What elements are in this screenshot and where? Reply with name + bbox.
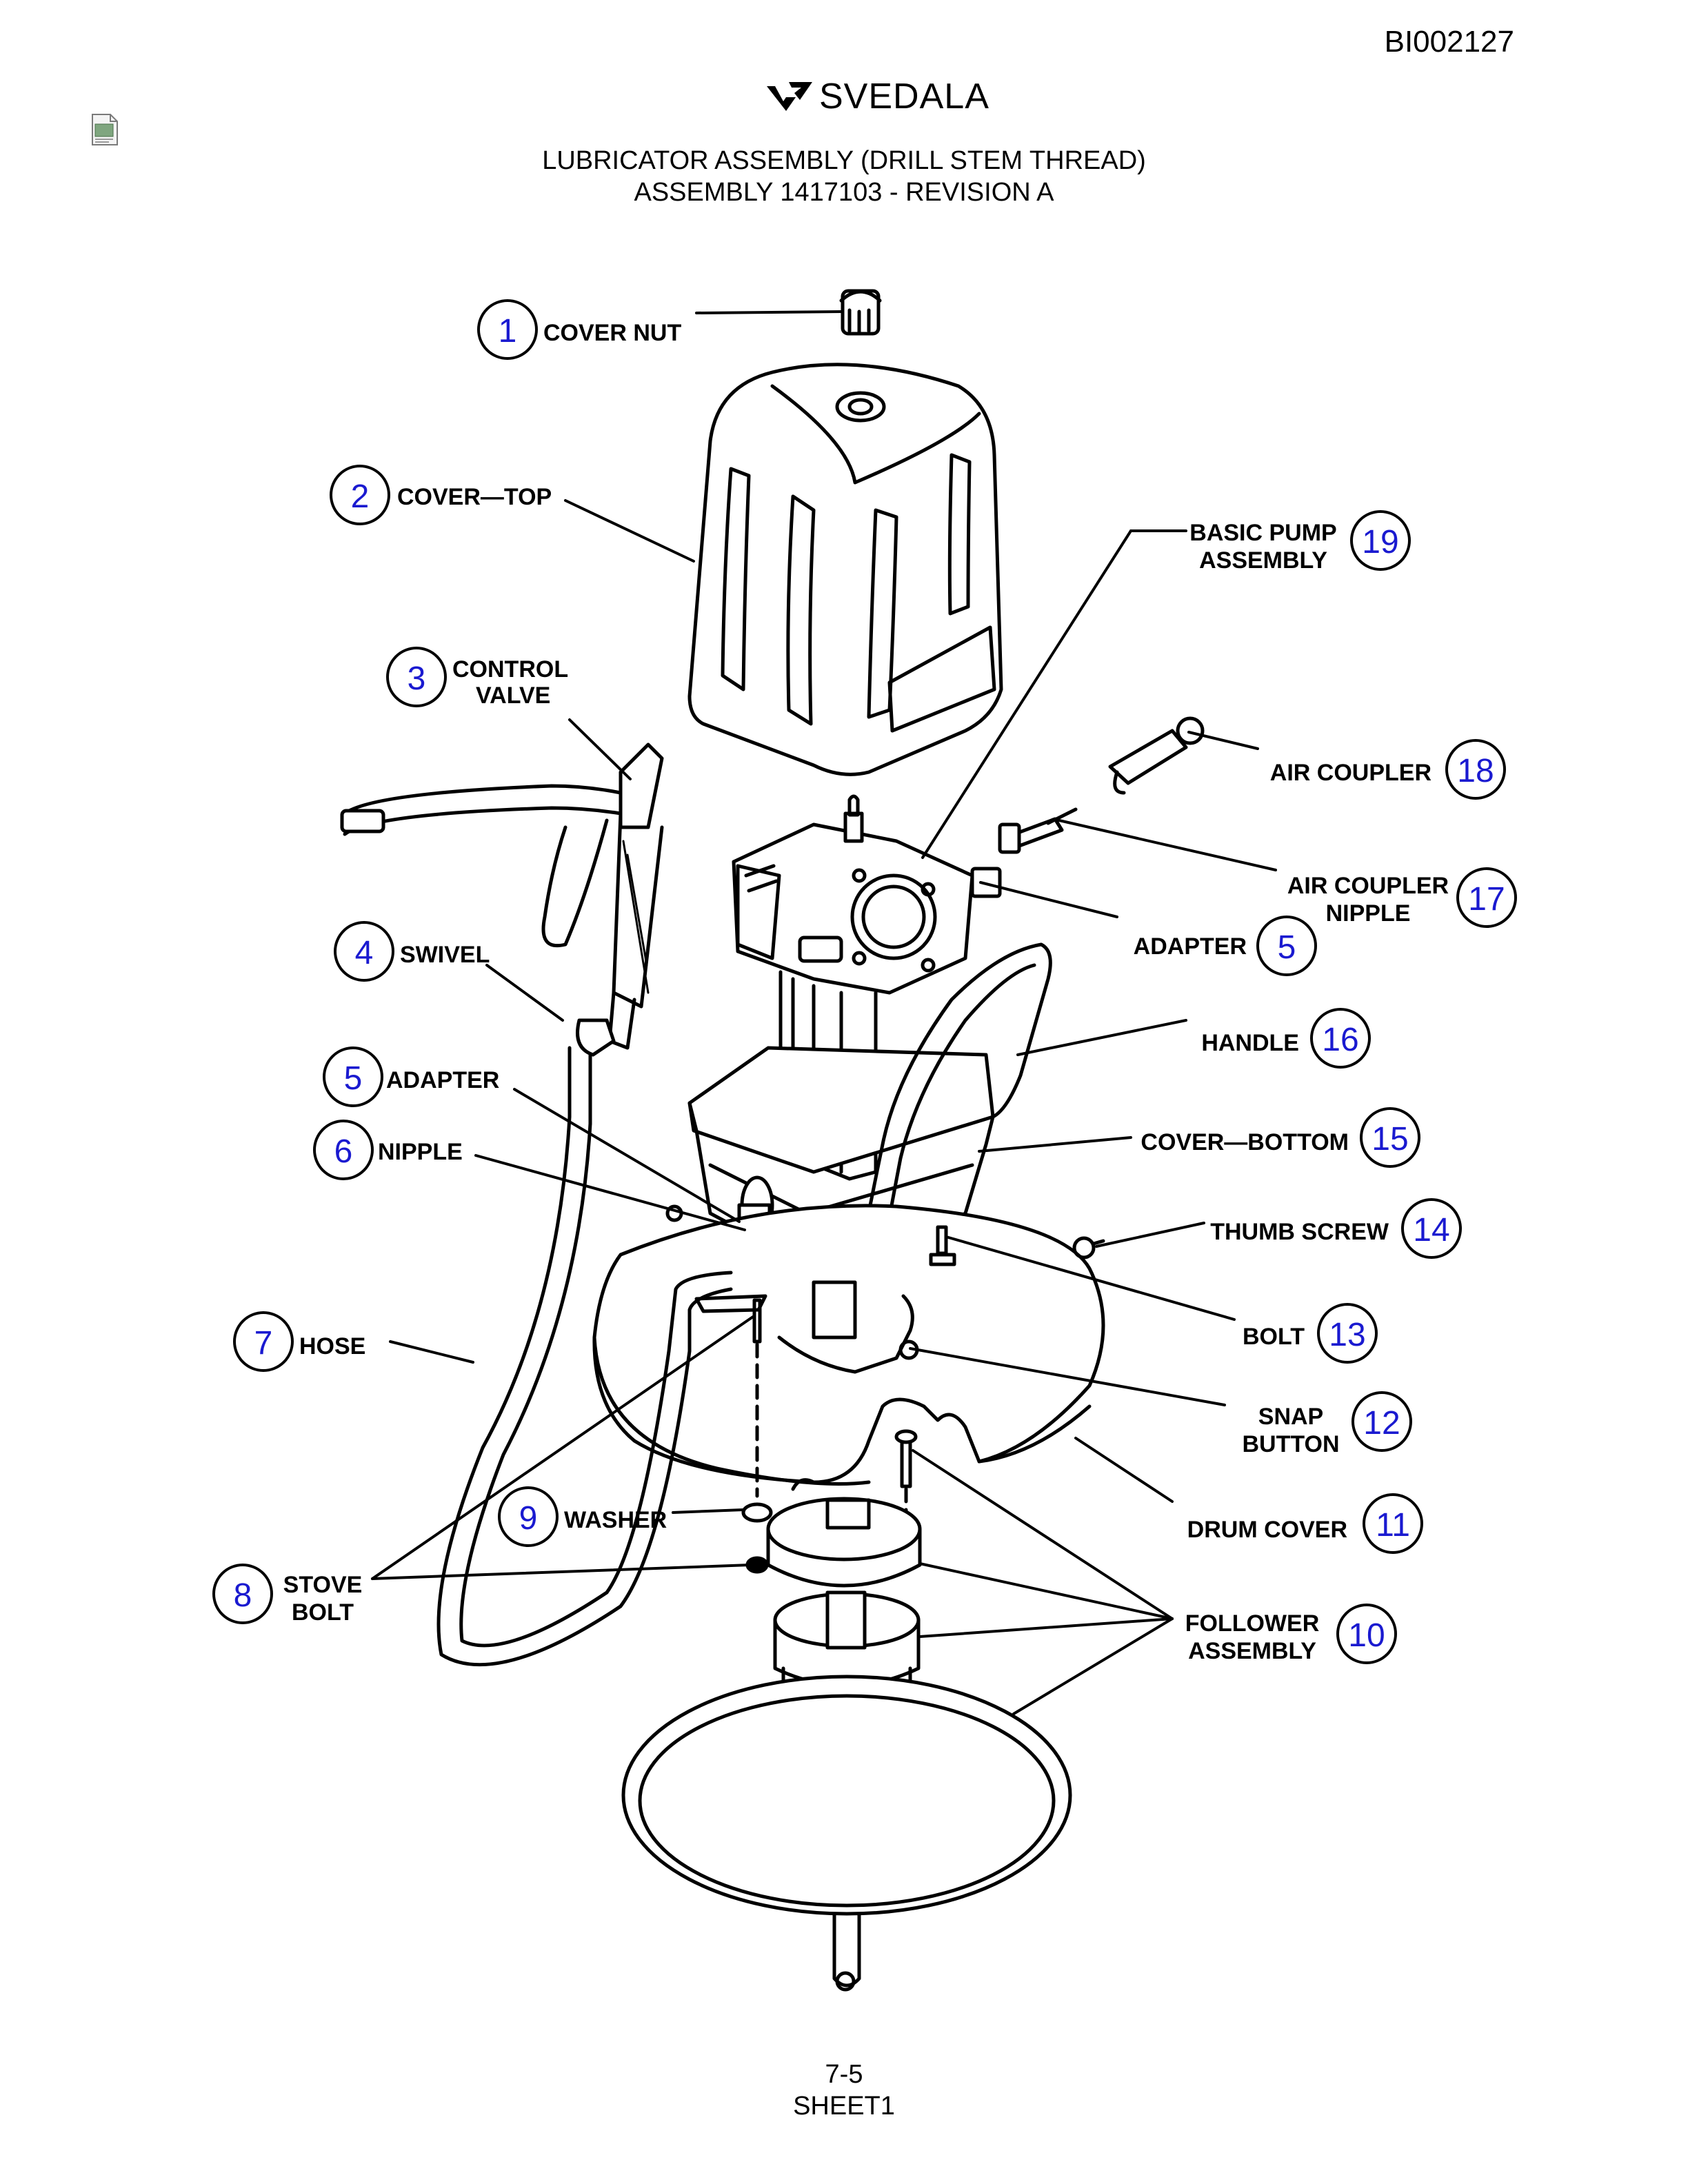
callout-number-10: 10 <box>1348 1617 1385 1654</box>
label-thumb-screw: THUMB SCREW <box>1210 1219 1389 1245</box>
label-swivel: SWIVEL <box>400 942 490 968</box>
callout-bubble-17 <box>1456 867 1517 928</box>
document-id: BI002127 <box>1384 25 1514 59</box>
callout-number-1: 1 <box>499 313 517 350</box>
callout-bubble-2 <box>330 465 390 525</box>
label-washer: WASHER <box>564 1507 667 1533</box>
callout-number-19: 19 <box>1362 524 1398 560</box>
callout-bubble-11 <box>1363 1493 1423 1554</box>
label-drum-cover: DRUM COVER <box>1187 1517 1347 1543</box>
callout-bubble-5b <box>1256 916 1317 976</box>
svedala-logo-mark-icon <box>767 82 812 111</box>
label-stove-bolt-2: BOLT <box>292 1599 354 1626</box>
callout-number-12: 12 <box>1363 1405 1400 1442</box>
callout-bubble-6 <box>313 1120 374 1180</box>
callout-number-2: 2 <box>351 478 370 515</box>
label-air-coupler-nipple-1: AIR COUPLER <box>1287 873 1449 899</box>
sheet-label: SHEET1 <box>793 2092 895 2121</box>
callout-bubble-16 <box>1310 1008 1371 1069</box>
callout-bubble-9 <box>498 1486 559 1547</box>
cover-nut-drawing <box>839 289 882 336</box>
pump-assembly-drawing <box>732 794 1002 1181</box>
label-bolt: BOLT <box>1243 1324 1305 1350</box>
callout-number-8: 8 <box>234 1577 252 1614</box>
callout-number-11: 11 <box>1376 1507 1410 1544</box>
label-hose: HOSE <box>299 1333 365 1359</box>
callout-number-5a: 5 <box>344 1060 363 1097</box>
callout-number-4: 4 <box>355 935 374 971</box>
callout-number-17: 17 <box>1468 881 1505 918</box>
callout-bubble-4 <box>334 921 394 982</box>
label-cover-nut: COVER NUT <box>543 320 681 346</box>
callout-bubble-19 <box>1350 510 1411 571</box>
label-cover-bottom: COVER—BOTTOM <box>1141 1129 1349 1155</box>
bolts-drawing <box>741 1225 956 1574</box>
label-adapter-left: ADAPTER <box>386 1067 499 1093</box>
title-line-2: ASSEMBLY 1417103 - REVISION A <box>634 178 1054 207</box>
callout-bubble-5a <box>323 1046 383 1107</box>
callout-bubble-7 <box>233 1311 294 1372</box>
label-control-valve-2: VALVE <box>476 682 550 709</box>
drawing-title: LUBRICATOR ASSEMBLY (DRILL STEM THREAD) … <box>0 145 1688 208</box>
callout-number-16: 16 <box>1322 1022 1358 1058</box>
callout-bubble-3 <box>386 647 447 707</box>
callout-number-5b: 5 <box>1278 929 1296 966</box>
callout-bubble-12 <box>1352 1391 1412 1452</box>
label-follower-2: ASSEMBLY <box>1188 1638 1316 1664</box>
follower-assembly-drawing <box>621 1497 1072 1992</box>
label-follower-1: FOLLOWER <box>1185 1610 1320 1637</box>
callout-number-3: 3 <box>408 660 426 697</box>
label-snap-button-2: BUTTON <box>1242 1431 1339 1457</box>
label-air-coupler-nipple-2: NIPPLE <box>1326 900 1411 927</box>
callout-number-14: 14 <box>1413 1212 1449 1248</box>
label-basic-pump-1: BASIC PUMP <box>1189 520 1336 546</box>
svedala-logo: SVEDALA <box>765 76 989 117</box>
page-number: 7-5 <box>825 2060 863 2089</box>
page-footer: 7-5 SHEET1 <box>0 2059 1688 2122</box>
label-control-valve-1: CONTROL <box>452 656 568 682</box>
brand-name: SVEDALA <box>819 77 989 117</box>
callout-bubble-10 <box>1336 1604 1397 1664</box>
callout-bubble-18 <box>1445 739 1506 800</box>
label-handle: HANDLE <box>1201 1030 1299 1056</box>
callout-number-6: 6 <box>334 1133 353 1170</box>
callout-number-7: 7 <box>254 1325 273 1362</box>
control-valve-hose-drawing <box>340 742 733 1667</box>
callout-bubble-14 <box>1401 1198 1462 1259</box>
callout-number-9: 9 <box>519 1500 538 1537</box>
air-coupler-drawing <box>998 716 1205 854</box>
callout-number-13: 13 <box>1329 1317 1365 1353</box>
label-nipple: NIPPLE <box>378 1139 463 1165</box>
document-icon[interactable] <box>91 113 119 146</box>
leader-lines <box>371 310 1277 1715</box>
label-stove-bolt-1: STOVE <box>283 1572 363 1598</box>
label-adapter-right: ADAPTER <box>1134 933 1247 960</box>
label-cover-top: COVER—TOP <box>397 484 552 510</box>
title-line-1: LUBRICATOR ASSEMBLY (DRILL STEM THREAD) <box>542 146 1146 175</box>
callout-bubble-1 <box>477 299 538 360</box>
callout-number-15: 15 <box>1372 1121 1408 1157</box>
callout-bubble-15 <box>1360 1107 1420 1168</box>
label-basic-pump-2: ASSEMBLY <box>1199 547 1327 574</box>
cover-top-drawing <box>687 363 1003 776</box>
label-air-coupler: AIR COUPLER <box>1270 760 1431 786</box>
callout-bubble-8 <box>212 1564 273 1624</box>
callout-number-18: 18 <box>1457 753 1494 789</box>
label-snap-button-1: SNAP <box>1258 1404 1323 1430</box>
callout-bubble-13 <box>1317 1303 1378 1364</box>
